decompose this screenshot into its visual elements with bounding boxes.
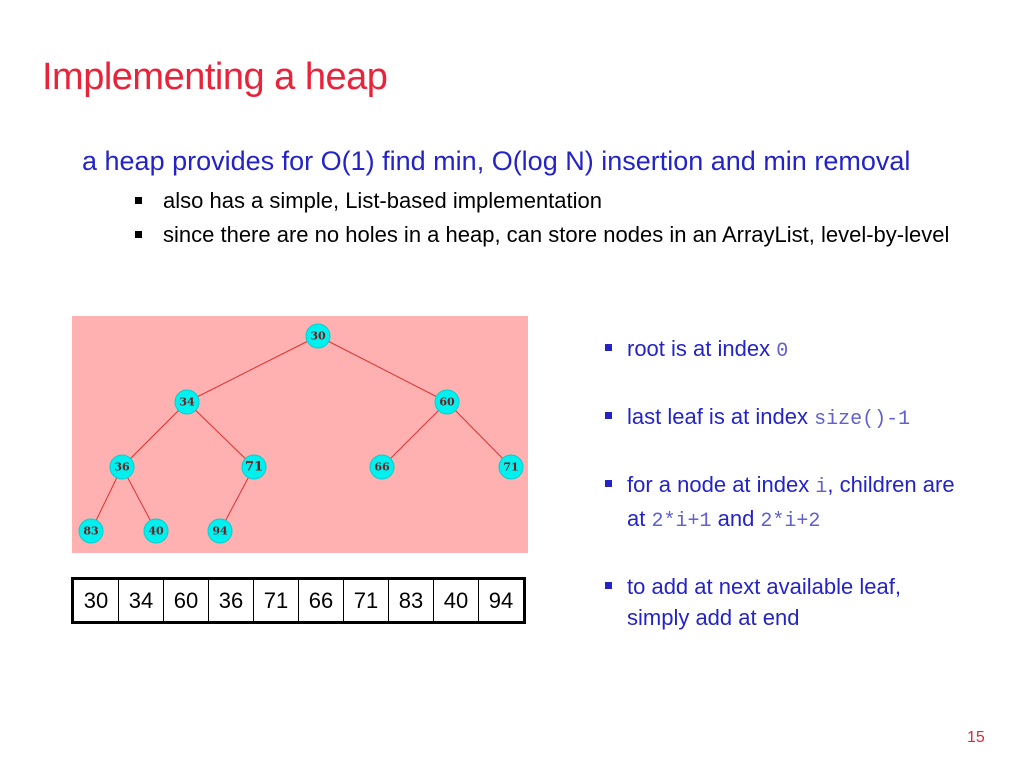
- heap-tree-svg: 30 34 60 36 71 66 71 83 40 94: [78, 323, 524, 544]
- bullet-square-icon: [605, 412, 612, 419]
- tree-node: 36: [109, 454, 135, 480]
- tree-edge: [186, 335, 319, 403]
- code-snippet: size()-1: [814, 408, 911, 431]
- array-cell: 71: [343, 578, 389, 623]
- svg-text:34: 34: [179, 396, 195, 409]
- heap-tree-diagram: 30 34 60 36 71 66 71 83 40 94: [72, 316, 528, 553]
- tree-node: 71: [241, 454, 267, 480]
- svg-text:71: 71: [245, 460, 263, 475]
- bullet-square-icon: [605, 480, 612, 487]
- heap-array-table: 30 34 60 36 71 66 71 83 40 94: [71, 577, 526, 624]
- bullet-square-icon: [135, 197, 142, 204]
- svg-text:83: 83: [83, 525, 98, 538]
- tree-edge: [121, 401, 188, 468]
- bullet-text: , children are at: [627, 472, 955, 531]
- array-cell: 83: [388, 578, 434, 623]
- svg-text:36: 36: [114, 461, 130, 474]
- svg-text:30: 30: [310, 330, 326, 343]
- right-bullet-list: root is at index 0 last leaf is at index…: [603, 333, 1007, 667]
- tree-node: 66: [369, 454, 395, 480]
- tree-node: 83: [78, 518, 104, 544]
- right-bullet-item: to add at next available leaf, simply ad…: [603, 571, 927, 633]
- array-row: 30 34 60 36 71 66 71 83 40 94: [72, 578, 525, 623]
- code-snippet: 2*i+1: [651, 510, 712, 533]
- array-cell: 34: [118, 578, 164, 623]
- sub-bullet-list: also has a simple, List-based implementa…: [133, 186, 949, 254]
- tree-edge: [446, 401, 512, 468]
- tree-node: 40: [143, 518, 169, 544]
- sub-bullet-item: also has a simple, List-based implementa…: [133, 186, 949, 220]
- array-cell: 40: [433, 578, 479, 623]
- tree-node: 34: [174, 389, 200, 415]
- svg-text:40: 40: [148, 525, 164, 538]
- bullet-square-icon: [135, 231, 142, 238]
- lead-bullet: a heap provides for O(1) find min, O(log…: [82, 146, 911, 176]
- array-cell: 36: [208, 578, 254, 623]
- sub-bullet-item: since there are no holes in a heap, can …: [133, 220, 949, 254]
- bullet-text: and: [711, 506, 761, 531]
- bullet-text: root is at index: [627, 336, 777, 361]
- slide-title: Implementing a heap: [42, 56, 388, 98]
- right-bullet-item: root is at index 0: [603, 333, 1007, 367]
- array-cell: 94: [478, 578, 525, 623]
- bullet-square-icon: [605, 582, 612, 589]
- tree-edge: [317, 335, 448, 403]
- bullet-square-icon: [605, 344, 612, 351]
- sub-bullet-text: also has a simple, List-based implementa…: [163, 188, 603, 213]
- svg-text:71: 71: [503, 461, 518, 474]
- code-snippet: 0: [776, 340, 789, 363]
- tree-edge: [381, 401, 448, 468]
- code-snippet: 2*i+2: [760, 510, 821, 533]
- tree-node: 60: [434, 389, 460, 415]
- page-number: 15: [967, 729, 985, 746]
- tree-edge: [186, 401, 255, 468]
- bullet-text: to add at next available leaf, simply ad…: [627, 574, 901, 630]
- code-snippet: i: [815, 476, 828, 499]
- bullet-text: for a node at index: [627, 472, 816, 497]
- svg-text:94: 94: [212, 525, 228, 538]
- array-cell: 60: [163, 578, 209, 623]
- right-bullet-item: last leaf is at index size()-1: [603, 401, 1007, 435]
- right-bullet-item: for a node at index i, children are at 2…: [603, 469, 957, 537]
- tree-node: 94: [207, 518, 233, 544]
- array-cell: 30: [72, 578, 119, 623]
- tree-node: 71: [498, 454, 524, 480]
- array-cell: 71: [253, 578, 299, 623]
- bullet-text: last leaf is at index: [627, 404, 815, 429]
- array-cell: 66: [298, 578, 344, 623]
- sub-bullet-text: since there are no holes in a heap, can …: [163, 222, 950, 247]
- svg-text:66: 66: [374, 461, 390, 474]
- svg-text:60: 60: [439, 396, 455, 409]
- tree-node: 30: [305, 323, 331, 349]
